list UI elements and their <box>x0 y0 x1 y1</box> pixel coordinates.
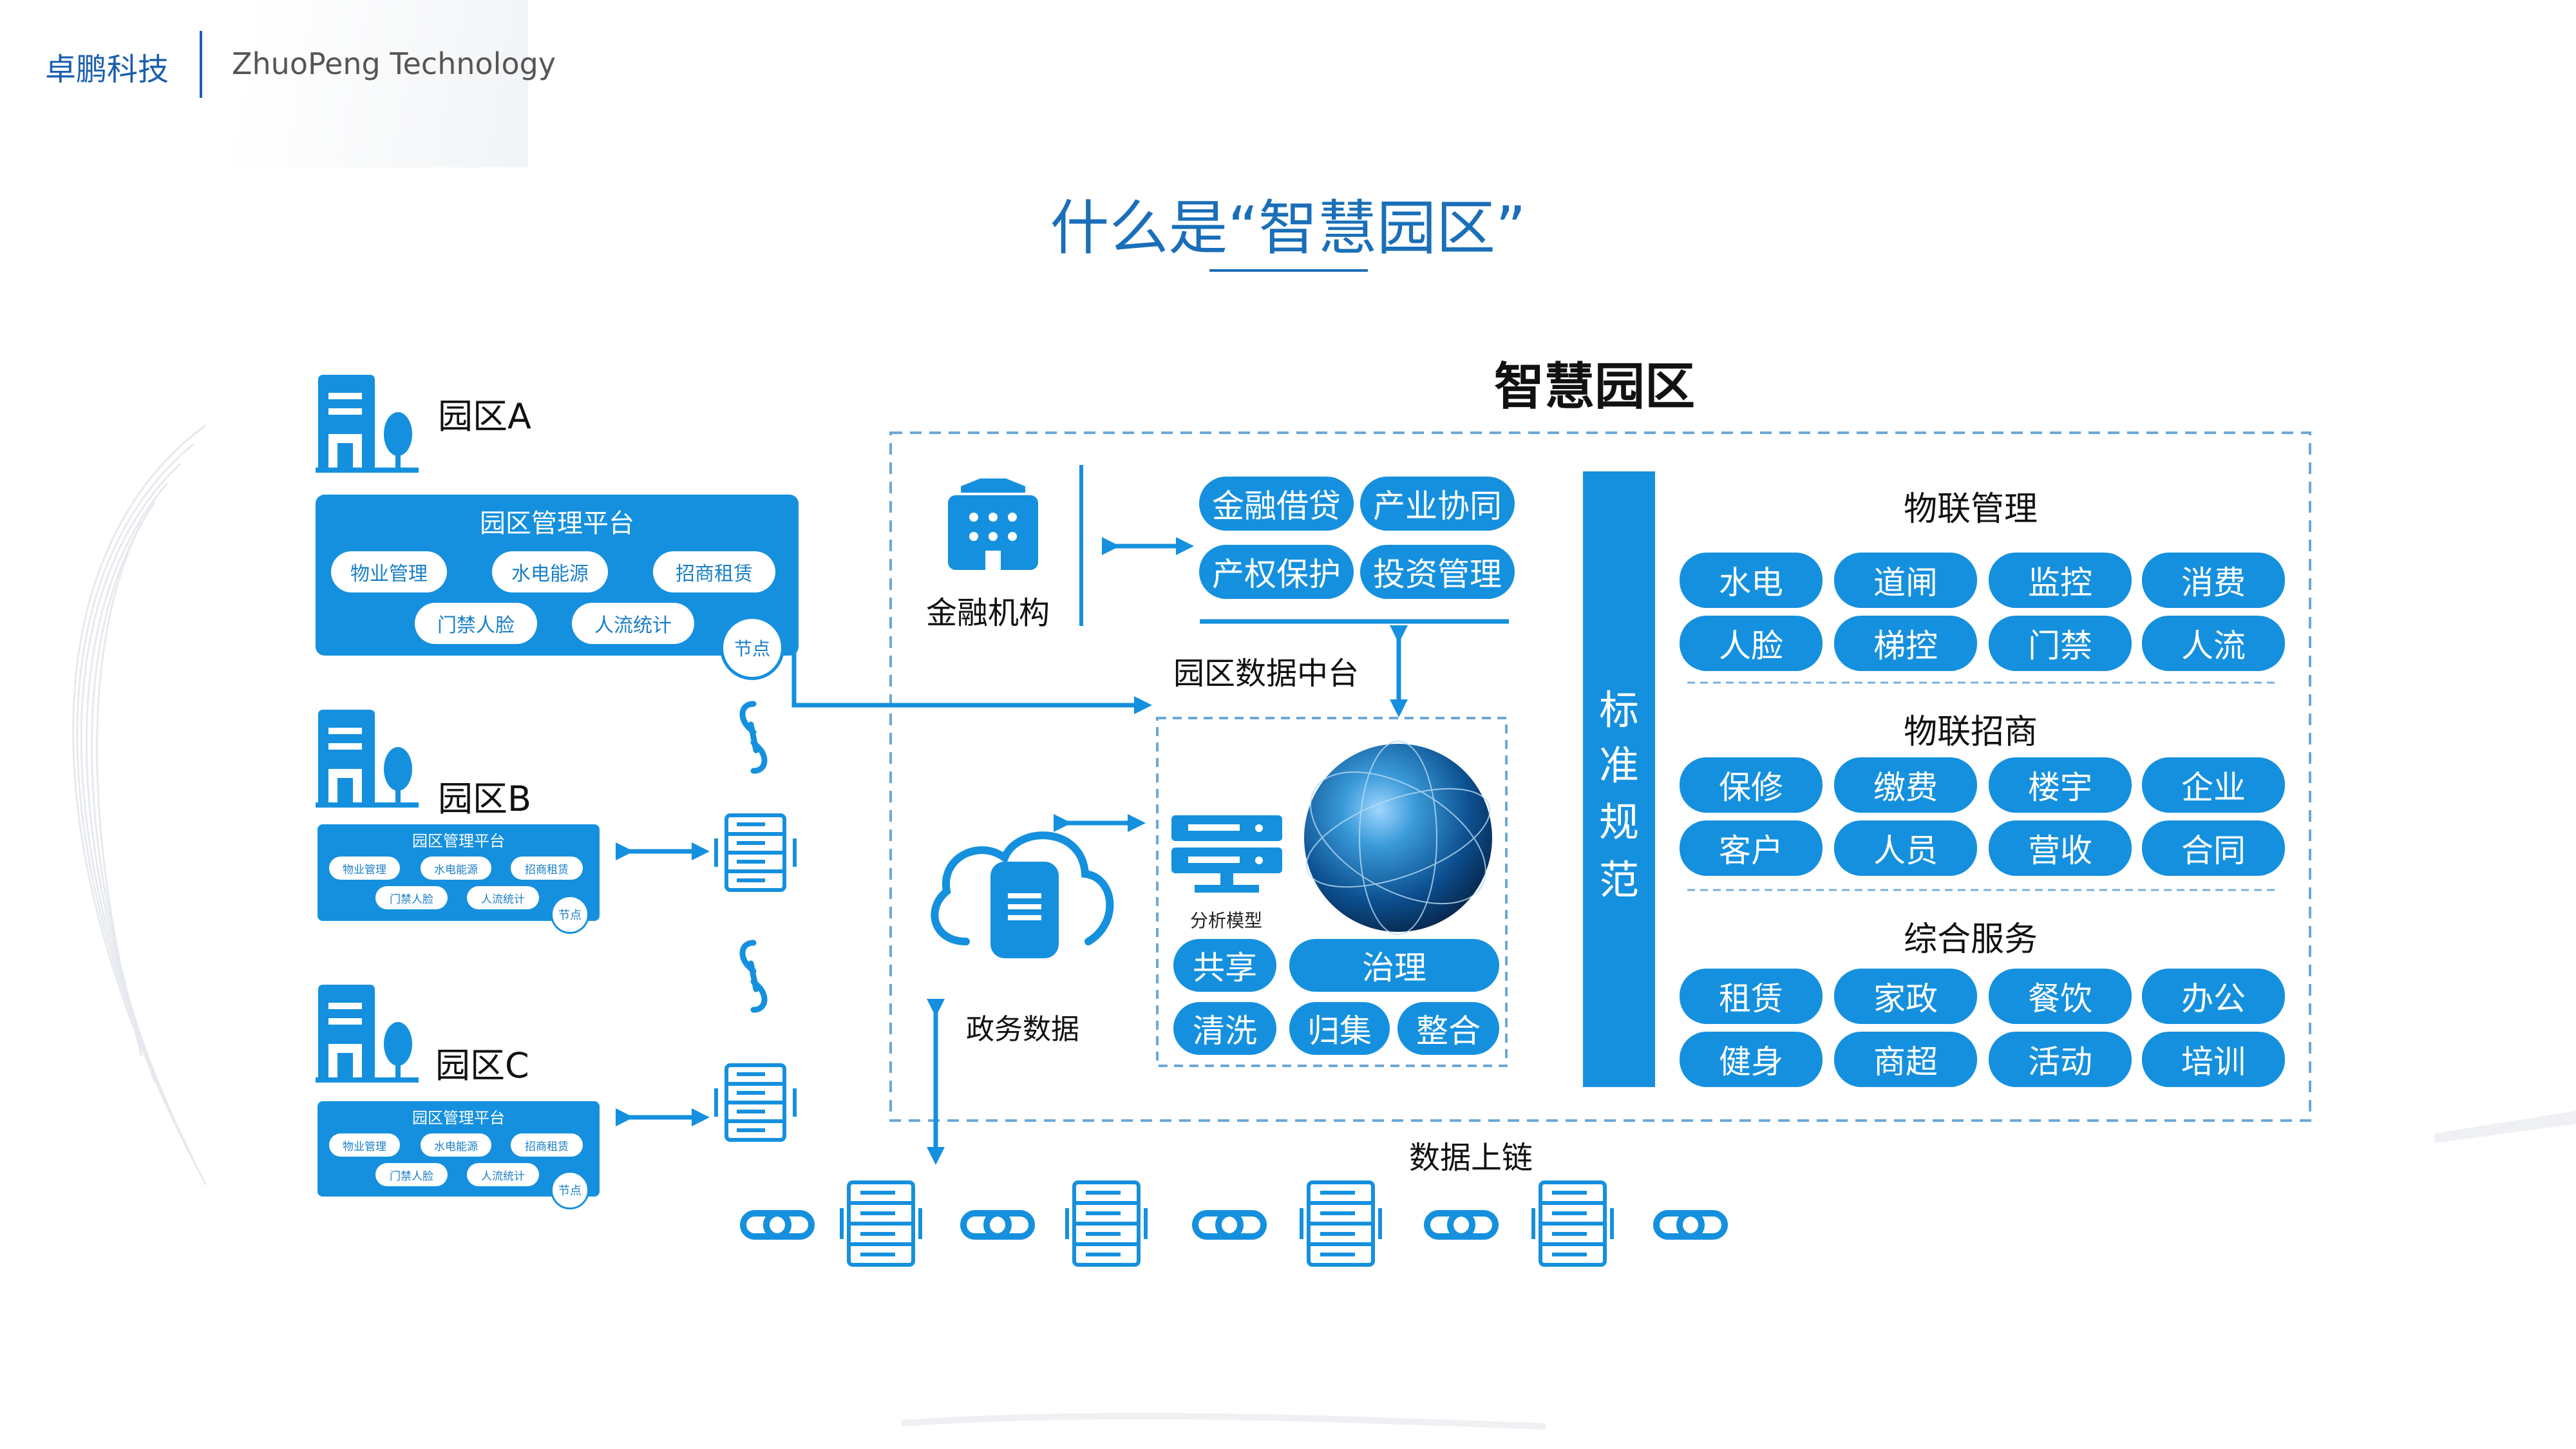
park-c-item-energy[interactable]: 水电能源 <box>421 1133 491 1157</box>
park-a-platform-title: 园区管理平台 <box>480 509 634 538</box>
service-item[interactable]: 商超 <box>1834 1032 1977 1087</box>
iot-invest-item[interactable]: 缴费 <box>1834 757 1977 813</box>
park-a-item-leasing[interactable]: 招商租赁 <box>653 551 775 592</box>
finance-service-ip[interactable]: 产权保护 <box>1199 545 1354 599</box>
iot-invest-item[interactable]: 客户 <box>1680 820 1823 876</box>
background-swirl <box>72 424 206 1186</box>
building-icon <box>316 375 419 473</box>
op-clean[interactable]: 清洗 <box>1173 1002 1276 1055</box>
iot-mgmt-item[interactable]: 监控 <box>1989 553 2132 608</box>
park-a-item-access[interactable]: 门禁人脸 <box>415 603 537 644</box>
iot-mgmt-item[interactable]: 人流 <box>2142 616 2285 671</box>
park-c-item-traffic[interactable]: 人流统计 <box>467 1163 539 1186</box>
iot-mgmt-item[interactable]: 门禁 <box>1989 616 2132 671</box>
standard-char-1: 标 <box>1598 687 1639 734</box>
model-server-icon <box>1171 815 1282 893</box>
service-item[interactable]: 培训 <box>2142 1032 2285 1087</box>
gov-data-label: 政务数据 <box>966 1013 1079 1046</box>
page-title: 什么是“智慧园区” <box>1050 194 1526 263</box>
blockchain-row <box>734 1179 1739 1269</box>
park-b-item-traffic[interactable]: 人流统计 <box>467 886 539 909</box>
link-icon <box>739 940 768 1013</box>
iot-invest-item[interactable]: 营收 <box>1989 820 2132 876</box>
park-b-item-leasing[interactable]: 招商租赁 <box>511 857 583 880</box>
iot-mgmt-item[interactable]: 消费 <box>2142 553 2285 608</box>
service-item[interactable]: 餐饮 <box>1989 969 2132 1024</box>
cloud-server-icon <box>931 831 1114 958</box>
finance-service-collab[interactable]: 产业协同 <box>1360 477 1515 531</box>
service-item[interactable]: 租赁 <box>1680 969 1823 1024</box>
park-a-name: 园区A <box>438 396 531 437</box>
bank-icon <box>948 478 1038 570</box>
park-a-node[interactable]: 节点 <box>720 616 784 680</box>
iot-mgmt-item[interactable]: 人脸 <box>1680 616 1823 671</box>
standard-char-4: 范 <box>1598 857 1639 904</box>
building-icon <box>316 985 419 1083</box>
globe-orbits <box>1305 741 1491 935</box>
park-c-node[interactable]: 节点 <box>551 1171 589 1209</box>
services-title: 综合服务 <box>1903 920 2038 959</box>
park-b-item-access[interactable]: 门禁人脸 <box>375 886 448 909</box>
iot-invest-item[interactable]: 楼宇 <box>1989 757 2132 813</box>
iot-mgmt-item[interactable]: 道闸 <box>1834 553 1977 608</box>
standard-char-3: 规 <box>1598 799 1639 846</box>
park-b-platform-title: 园区管理平台 <box>412 832 505 850</box>
service-item[interactable]: 办公 <box>2142 969 2285 1024</box>
chain-label: 数据上链 <box>1409 1140 1533 1176</box>
iot-invest-item[interactable]: 人员 <box>1834 820 1977 876</box>
iot-invest-item[interactable]: 合同 <box>2142 820 2285 876</box>
finance-label: 金融机构 <box>926 595 1050 631</box>
park-b-platform[interactable]: 园区管理平台 物业管理 水电能源 招商租赁 门禁人脸 人流统计 <box>317 824 600 921</box>
op-govern[interactable]: 治理 <box>1289 939 1499 992</box>
iot-management-title: 物联管理 <box>1903 490 2038 529</box>
service-item[interactable]: 活动 <box>1989 1032 2132 1087</box>
finance-service-invest[interactable]: 投资管理 <box>1360 545 1515 599</box>
server-icon <box>714 1063 797 1142</box>
park-c-name: 园区C <box>435 1045 529 1086</box>
standard-char-2: 准 <box>1598 742 1639 789</box>
op-collect[interactable]: 归集 <box>1289 1002 1390 1055</box>
park-b-item-energy[interactable]: 水电能源 <box>421 857 491 880</box>
title-underline <box>1209 269 1368 272</box>
building-icon <box>316 710 419 808</box>
header-divider <box>200 31 202 98</box>
op-share[interactable]: 共享 <box>1173 939 1276 992</box>
header-gradient <box>0 0 528 167</box>
standard-bar <box>1583 471 1655 1087</box>
park-a-item-energy[interactable]: 水电能源 <box>492 551 608 592</box>
data-center-label: 园区数据中台 <box>1173 656 1359 692</box>
park-b-item-property[interactable]: 物业管理 <box>329 857 400 880</box>
model-label: 分析模型 <box>1190 910 1263 931</box>
iot-mgmt-item[interactable]: 水电 <box>1680 553 1823 608</box>
brand-cn: 卓鹏科技 <box>45 52 169 88</box>
service-item[interactable]: 家政 <box>1834 969 1977 1024</box>
finance-divider <box>1079 465 1083 626</box>
park-b-node[interactable]: 节点 <box>551 895 589 934</box>
park-a-platform[interactable]: 园区管理平台 物业管理 水电能源 招商租赁 门禁人脸 人流统计 <box>316 495 799 656</box>
park-c-item-property[interactable]: 物业管理 <box>329 1133 400 1157</box>
service-item[interactable]: 健身 <box>1680 1032 1823 1087</box>
iot-mgmt-item[interactable]: 梯控 <box>1834 616 1977 671</box>
op-integrate[interactable]: 整合 <box>1397 1002 1499 1055</box>
server-icon <box>714 813 797 892</box>
iot-invest-item[interactable]: 保修 <box>1680 757 1823 813</box>
link-icon <box>739 701 768 774</box>
iot-investment-title: 物联招商 <box>1903 713 2038 752</box>
park-c-item-access[interactable]: 门禁人脸 <box>375 1163 448 1186</box>
park-a-item-traffic[interactable]: 人流统计 <box>572 603 694 644</box>
finance-service-loan[interactable]: 金融借贷 <box>1199 477 1354 531</box>
park-c-item-leasing[interactable]: 招商租赁 <box>511 1133 583 1157</box>
park-a-item-property[interactable]: 物业管理 <box>331 551 447 592</box>
park-c-platform-title: 园区管理平台 <box>412 1109 505 1127</box>
iot-invest-item[interactable]: 企业 <box>2142 757 2285 813</box>
smart-park-title: 智慧园区 <box>1494 358 1696 416</box>
park-b-name: 园区B <box>438 779 532 819</box>
brand-en: ZhuoPeng Technology <box>232 46 556 81</box>
